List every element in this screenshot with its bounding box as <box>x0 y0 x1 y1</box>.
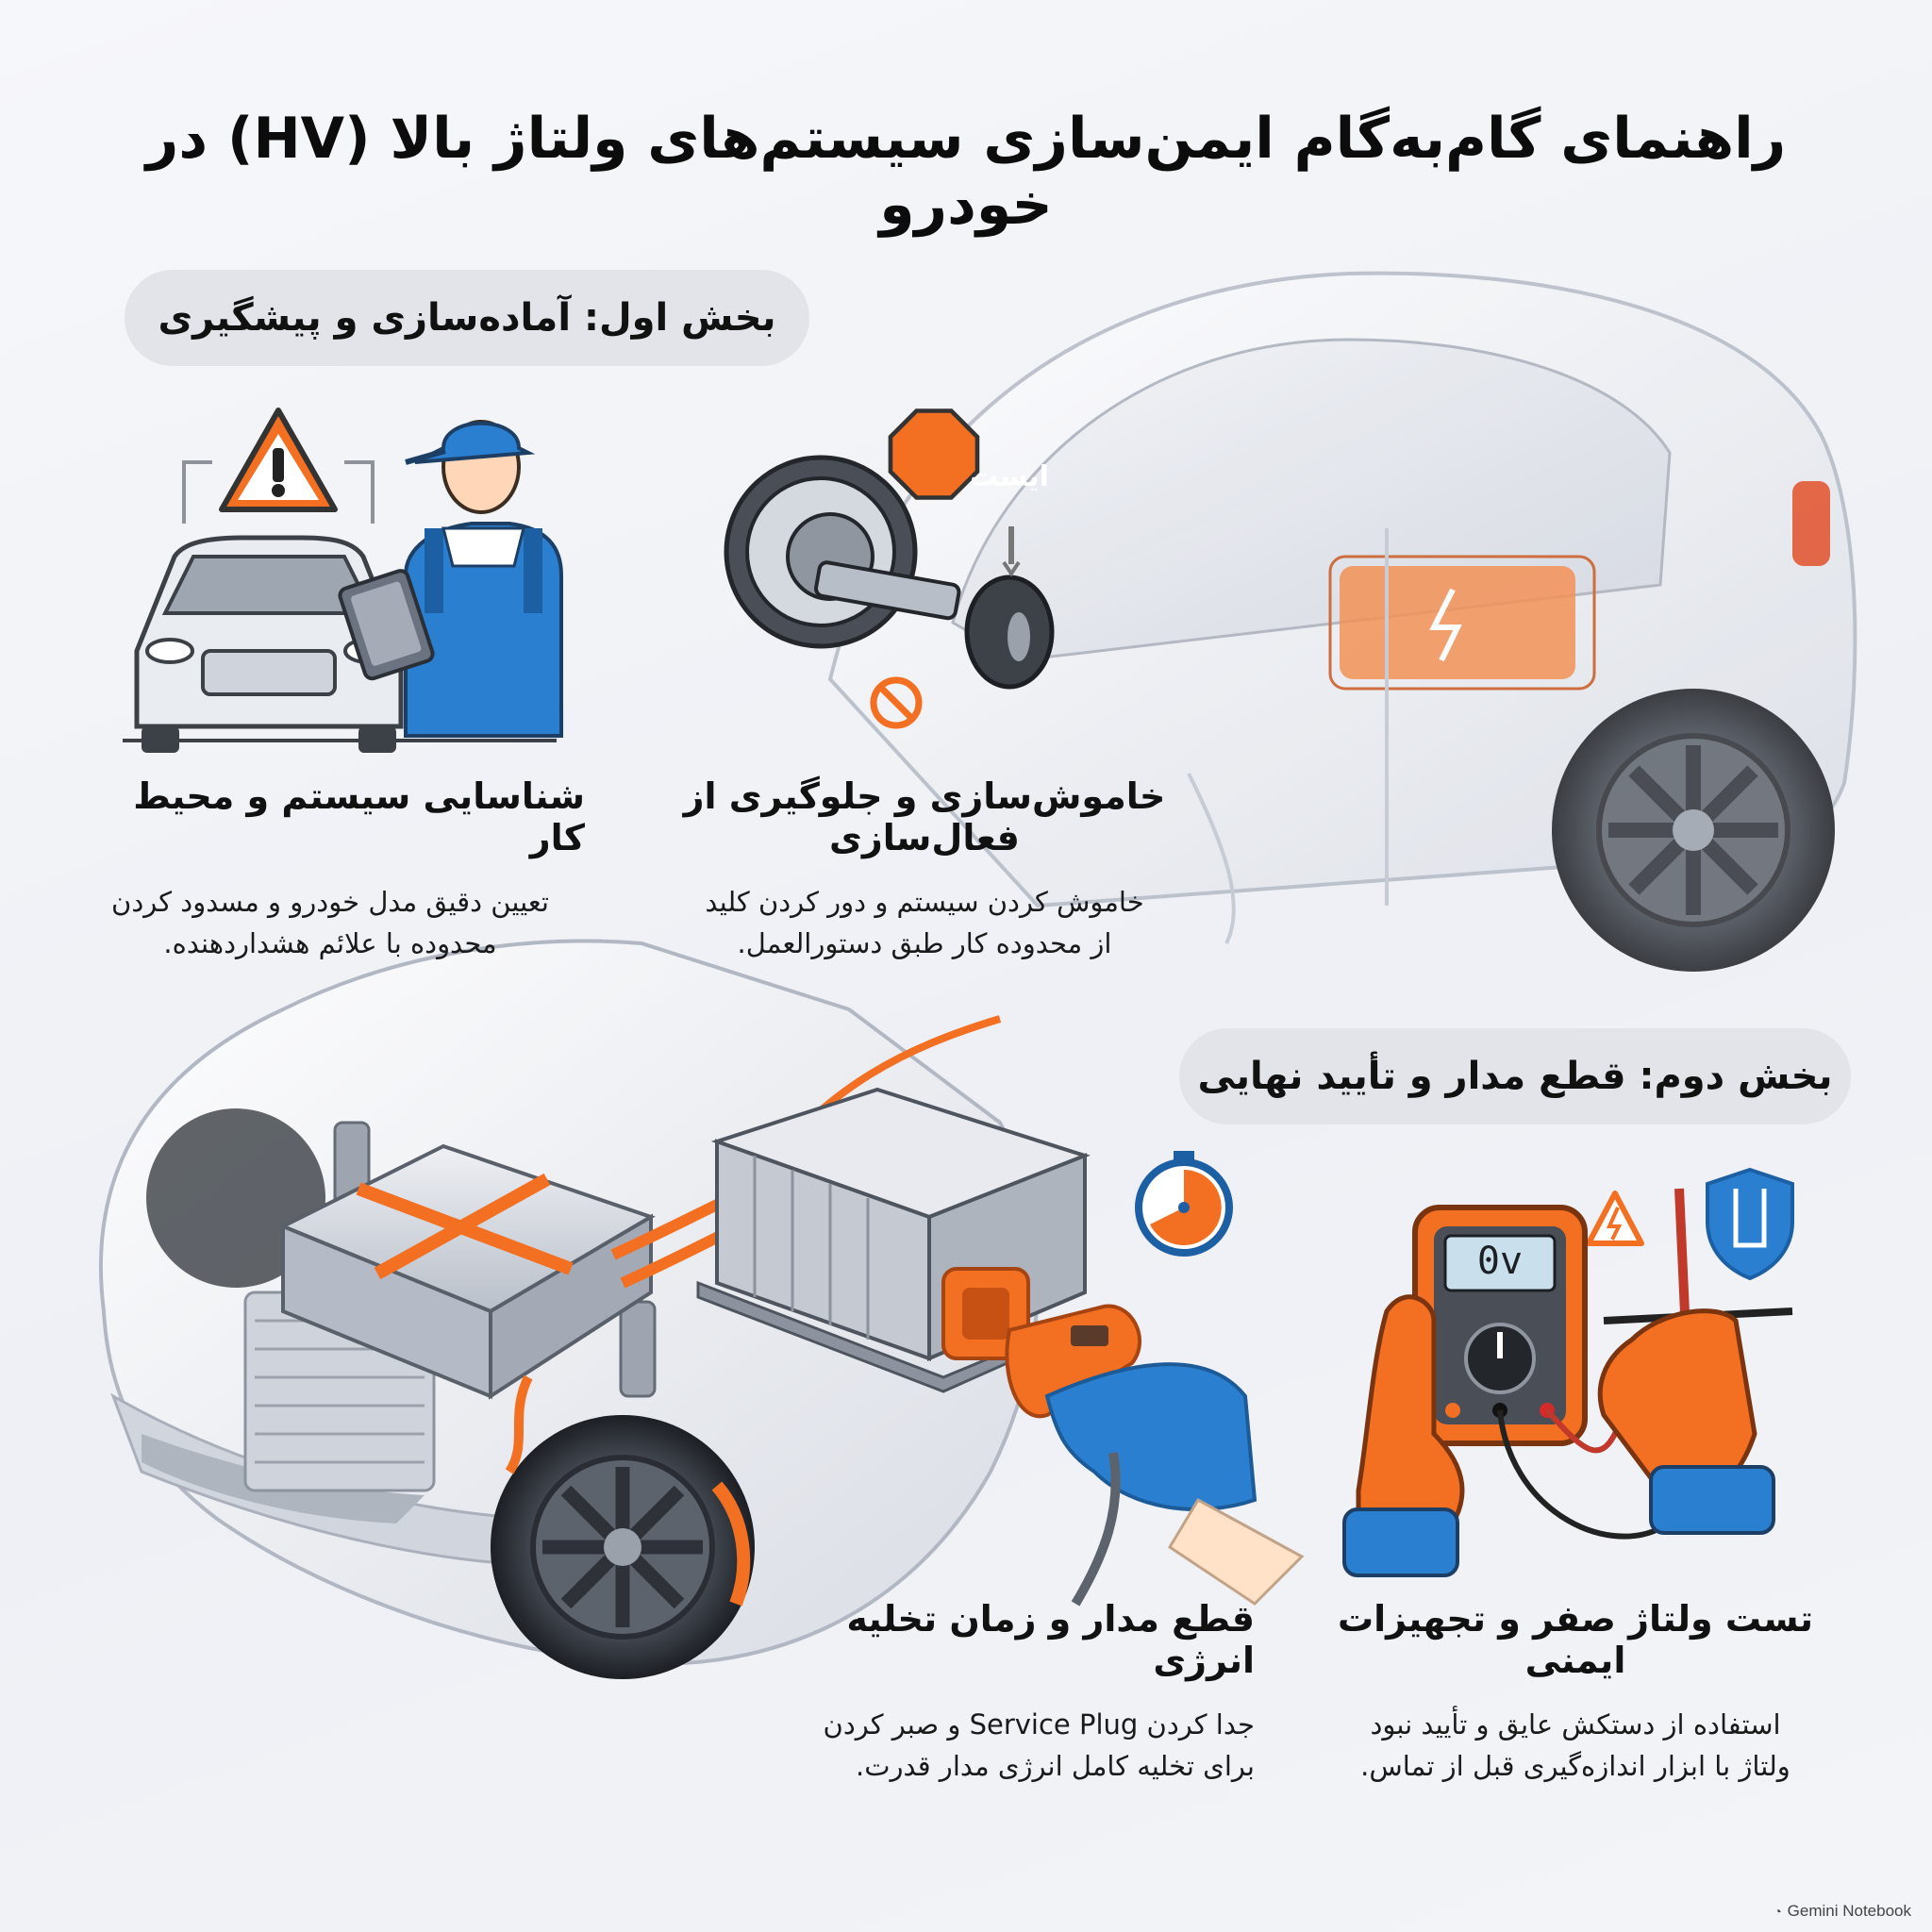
step-title: خاموش‌سازی و جلوگیری از فعال‌سازی <box>683 775 1166 858</box>
stopwatch-icon <box>1135 1151 1233 1257</box>
step-description-line: محدوده با علائم هشداردهنده. <box>163 927 497 959</box>
rear-car <box>827 271 1857 972</box>
ignition-key-icon <box>724 455 1055 690</box>
step-description: خاموش کردن سیستم و دور کردن کلید از محدو… <box>632 881 1217 964</box>
step-shutdown: خاموش‌سازی و جلوگیری از فعال‌سازی خاموش … <box>632 775 1217 964</box>
step-description-line: از محدوده کار طبق دستورالعمل. <box>737 927 1112 959</box>
footer-brand: ◔ Gemini Notebook <box>1774 1902 1911 1921</box>
front-car <box>98 939 1305 1679</box>
step-title: شناسایی سیستم و محیط کار <box>133 775 585 858</box>
step-title: تست ولتاژ صفر و تجهیزات ایمنی <box>1337 1598 1814 1681</box>
step-title: قطع مدار و زمان تخلیه انرژی <box>846 1598 1255 1681</box>
step-description-line: تعیین دقیق مدل خودرو و مسدود کردن <box>111 886 549 918</box>
multimeter-display: 0v <box>1476 1240 1524 1283</box>
step-description: جدا کردن Service Plug و صبر کردن برای تخ… <box>783 1704 1255 1787</box>
section-one-label: بخش اول: آماده‌سازی و پیشگیری <box>158 296 776 340</box>
stop-sign-label: ایست <box>970 460 1049 493</box>
insulated-glove-shield-icon <box>1706 1167 1794 1281</box>
tablet-icon <box>338 569 435 681</box>
no-symbol-icon <box>870 676 923 729</box>
right-glove <box>1597 1308 1775 1535</box>
left-glove <box>1342 1294 1465 1577</box>
step-description-line: استفاده از دستکش عایق و تأیید نبود <box>1370 1708 1781 1740</box>
step-description: استفاده از دستکش عایق و تأیید نبود ولتاژ… <box>1302 1704 1849 1787</box>
brand-label: Gemini Notebook <box>1787 1902 1911 1920</box>
step-zero-voltage-test: تست ولتاژ صفر و تجهیزات ایمنی استفاده از… <box>1302 1598 1849 1787</box>
mechanic-icon <box>404 420 563 738</box>
step2-illustration <box>724 408 1055 729</box>
rear-battery-icon <box>1340 566 1575 679</box>
page-title: راهنمای گام‌به‌گام ایمن‌سازی سیستم‌های و… <box>145 106 1787 238</box>
step-description-line: برای تخلیه کامل انرژی مدار قدرت. <box>855 1750 1255 1782</box>
step-description-line: خاموش کردن سیستم و دور کردن کلید <box>705 886 1144 918</box>
battery-pack-icon <box>696 1087 1115 1393</box>
high-voltage-warning-icon <box>1586 1191 1644 1246</box>
service-plug-icon <box>1005 1304 1305 1607</box>
section-two-header: بخش دوم: قطع مدار و تأیید نهایی <box>1179 1028 1851 1124</box>
warning-icon <box>219 408 338 512</box>
front-battery-modules <box>278 1143 656 1400</box>
section-one-header: بخش اول: آماده‌سازی و پیشگیری <box>125 270 809 366</box>
step-system-identification: شناسایی سیستم و محیط کار تعیین دقیق مدل … <box>75 775 585 964</box>
step-disconnect-discharge: قطع مدار و زمان تخلیه انرژی جدا کردن Ser… <box>783 1598 1255 1787</box>
step1-illustration <box>123 408 563 753</box>
step-description: تعیین دقیق مدل خودرو و مسدود کردن محدوده… <box>75 881 585 964</box>
stop-sign-icon <box>888 408 1021 577</box>
step-description-line: جدا کردن Service Plug و صبر کردن <box>823 1708 1255 1740</box>
section-two-label: بخش دوم: قطع مدار و تأیید نهایی <box>1197 1055 1833 1098</box>
brand-logo-icon: ◔ <box>1774 1904 1782 1919</box>
step4-illustration <box>1342 1167 1794 1577</box>
step-description-line: ولتاژ با ابزار اندازه‌گیری قبل از تماس. <box>1360 1750 1790 1782</box>
